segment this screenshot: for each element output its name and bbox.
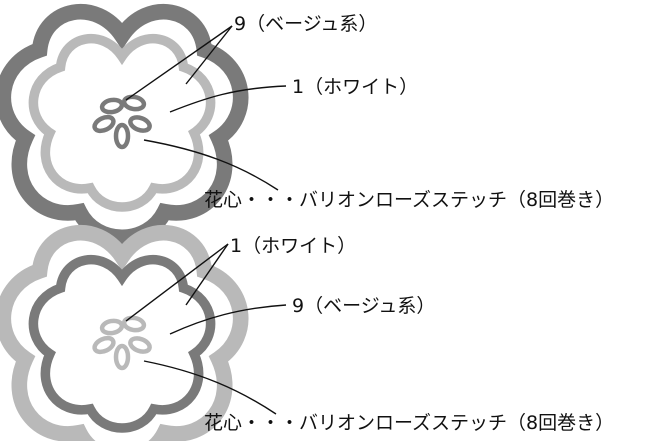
flower-bottom-center-bullion-roses — [92, 315, 152, 371]
flower-top-leaders — [125, 25, 287, 191]
flower-bottom-leaders — [125, 243, 287, 415]
label-top-outer: 9（ベージュ系） — [234, 13, 377, 35]
flower-bottom: 1（ホワイト） 9（ベージュ系） 花心・・・バリオンローズステッチ（8回巻き） — [3, 233, 614, 441]
label-bottom-inner: 9（ベージュ系） — [292, 295, 435, 317]
label-top-center: 花心・・・バリオンローズステッチ（8回巻き） — [204, 189, 614, 211]
flower-top: 9（ベージュ系） 1（ホワイト） 花心・・・バリオンローズステッチ（8回巻き） — [3, 12, 614, 238]
label-top-inner: 1（ホワイト） — [292, 76, 418, 98]
label-bottom-outer: 1（ホワイト） — [230, 235, 356, 257]
label-bottom-center: 花心・・・バリオンローズステッチ（8回巻き） — [204, 412, 614, 434]
flower-top-center-bullion-roses — [92, 94, 152, 150]
